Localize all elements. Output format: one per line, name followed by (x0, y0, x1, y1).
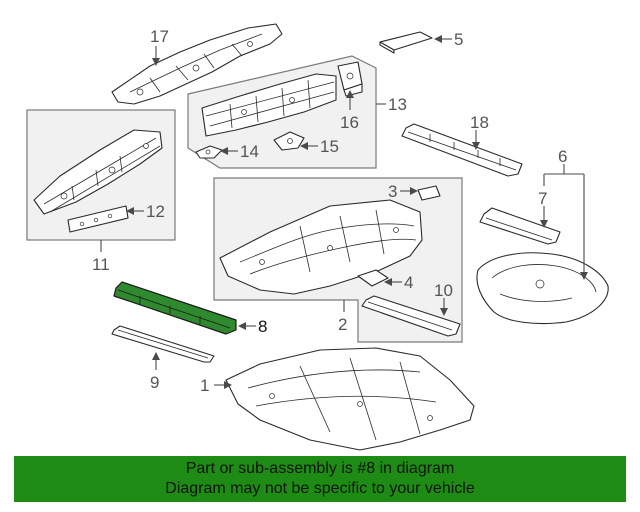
callout-2: 2 (338, 315, 347, 334)
part-4-patch (357, 269, 389, 287)
callout-12: 12 (146, 202, 165, 221)
callout-11: 11 (92, 255, 110, 274)
part-15-bracket (273, 131, 305, 151)
part-1-floor-panel (225, 347, 475, 451)
part-7-rail (479, 207, 561, 245)
part-11-assembly (33, 129, 163, 215)
banner-line-part: Part or sub-assembly is #8 in diagram (185, 460, 455, 477)
callout-5: 5 (454, 30, 463, 49)
callout-14: 14 (240, 142, 259, 161)
callout-15: 15 (320, 137, 339, 156)
part-9-strip (111, 325, 215, 363)
parts-diagram: 17 5 13 16 18 14 15 6 3 7 12 11 4 10 2 8… (26, 23, 609, 451)
part-10-rail (361, 295, 461, 337)
callout-13: 13 (388, 95, 407, 114)
part-3-block (417, 185, 441, 201)
part-16-bracket (337, 61, 363, 97)
callout-3: 3 (388, 182, 397, 201)
callout-4: 4 (404, 273, 413, 292)
callout-9: 9 (150, 373, 159, 392)
part-6-tub (476, 252, 609, 325)
part-12-strip (67, 205, 129, 233)
part-13-assembly (201, 73, 337, 137)
part-14-bracket (195, 145, 223, 159)
info-banner: Part or sub-assembly is #8 in diagram Di… (14, 456, 626, 502)
callout-1: 1 (200, 376, 209, 395)
callout-17: 17 (150, 27, 169, 46)
part-5-plate (379, 31, 433, 54)
callout-10: 10 (434, 281, 453, 300)
callout-18: 18 (470, 113, 489, 132)
part-18-rail (401, 123, 523, 177)
part-8-crossmember-highlighted (113, 281, 237, 335)
callout-leaders (100, 35, 588, 389)
callout-16: 16 (340, 113, 359, 132)
callout-6: 6 (558, 147, 567, 166)
callout-8-highlighted: 8 (258, 317, 267, 336)
part-17-upper-rail (111, 23, 283, 105)
callout-7: 7 (538, 189, 547, 208)
part-2-floor-pan (219, 199, 423, 295)
banner-line-disclaimer: Diagram may not be specific to your vehi… (165, 480, 475, 497)
